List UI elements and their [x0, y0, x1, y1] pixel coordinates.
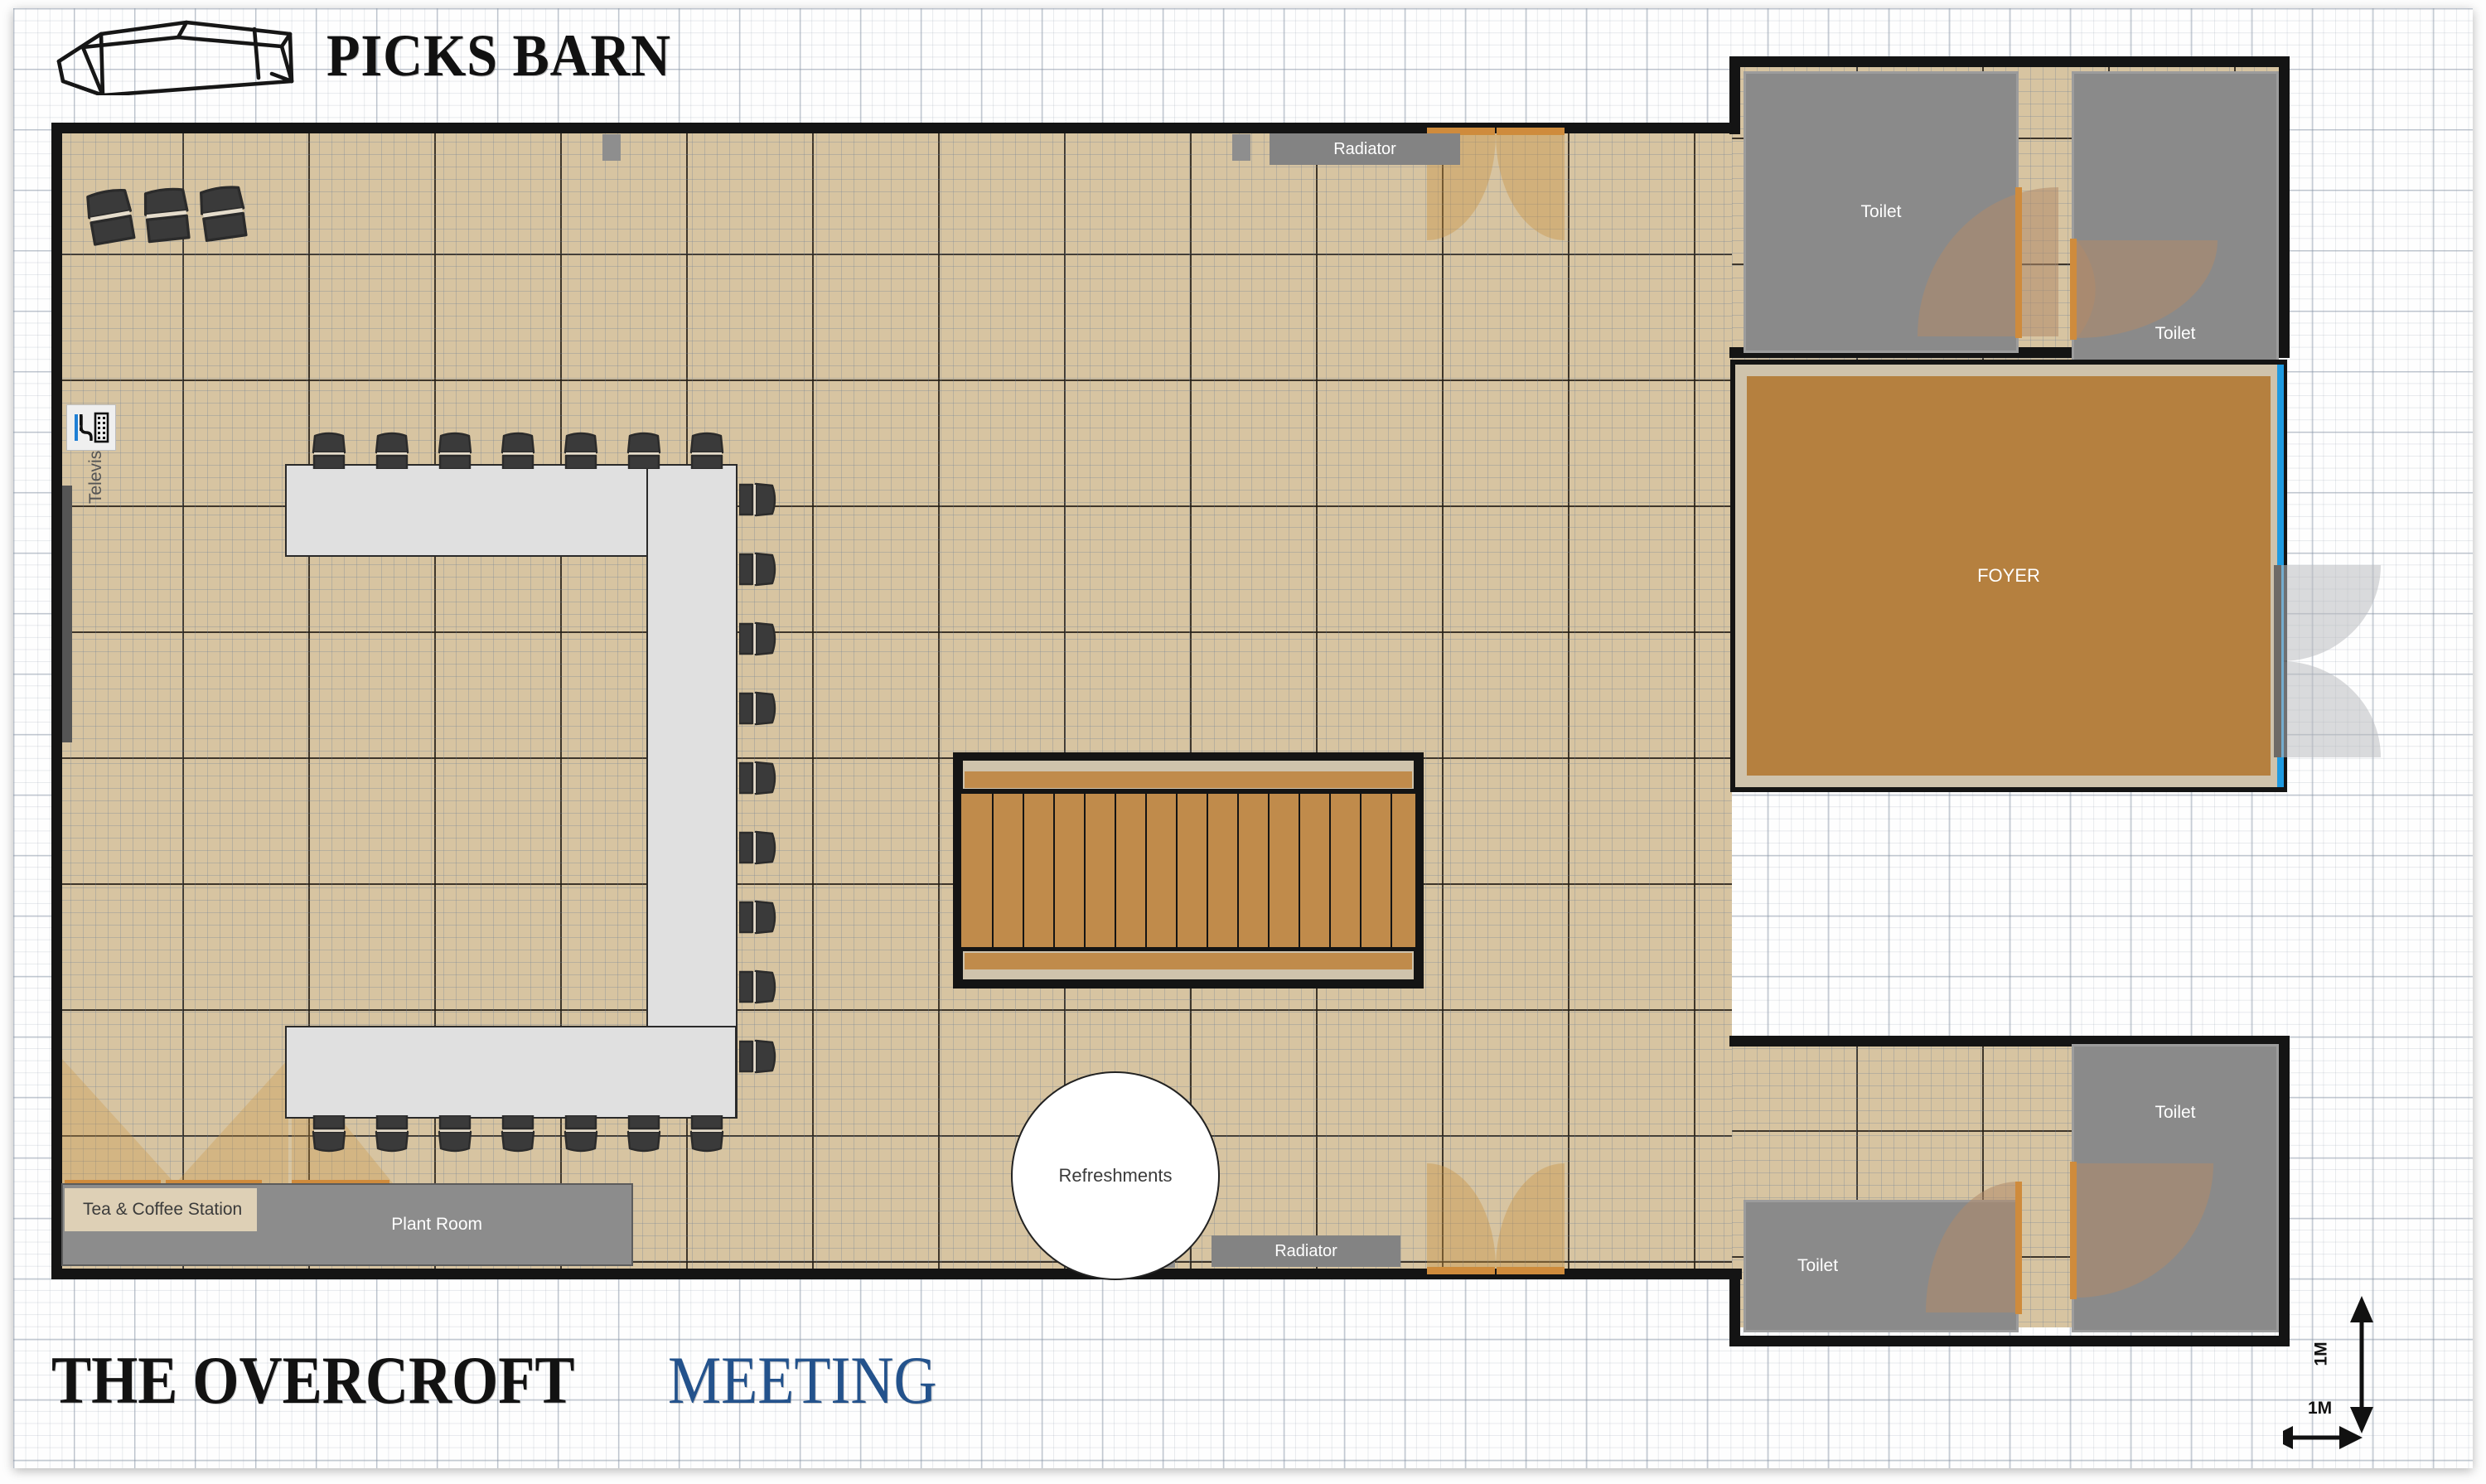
radiator-top[interactable]: Radiator	[1270, 133, 1460, 165]
television[interactable]	[62, 486, 72, 742]
chair-top-2[interactable]	[373, 431, 411, 469]
chair-bottom-5[interactable]	[562, 1115, 600, 1153]
chair-right-4[interactable]	[739, 689, 777, 727]
chair-bottom-7[interactable]	[688, 1115, 726, 1153]
toilet-bottom-left[interactable]: Toilet	[1744, 1200, 2019, 1332]
chair-bottom-6[interactable]	[625, 1115, 663, 1153]
south-entry-door-leaf-left[interactable]	[1427, 1267, 1495, 1274]
chair-right-6[interactable]	[739, 829, 777, 867]
wall-north-lobby-top	[1729, 56, 2290, 67]
tea-coffee-station-label: Tea & Coffee Station	[83, 1200, 243, 1219]
stair-tread	[1237, 794, 1239, 947]
chair-bottom-3[interactable]	[436, 1115, 474, 1153]
wall-west	[51, 123, 62, 1279]
chair-top-7[interactable]	[688, 431, 726, 469]
chair-top-5[interactable]	[562, 431, 600, 469]
radiator-top-label: Radiator	[1333, 139, 1396, 158]
stair-tread	[1299, 794, 1300, 947]
chair-bottom-2[interactable]	[373, 1115, 411, 1153]
stair-tread	[1391, 794, 1392, 947]
layout-name: MEETING	[667, 1342, 937, 1418]
chair-right-3[interactable]	[739, 620, 777, 658]
scale-vertical-label: 1M	[2311, 1341, 2331, 1366]
refreshments-label: Refreshments	[1058, 1165, 1173, 1186]
chair-top-4[interactable]	[499, 431, 537, 469]
barn-sketch-icon	[56, 20, 294, 95]
stacked-chair-2[interactable]	[140, 185, 194, 244]
stair-tread	[1023, 794, 1024, 947]
table-segment-south[interactable]	[285, 1026, 737, 1119]
chair-right-5[interactable]	[739, 759, 777, 797]
chair-top-3[interactable]	[436, 431, 474, 469]
stair-tread	[1268, 794, 1270, 947]
chair-top-6[interactable]	[625, 431, 663, 469]
stair-tread	[1360, 794, 1361, 947]
wall-south-lobby-top	[1729, 1036, 2290, 1047]
chair-bottom-1[interactable]	[310, 1115, 348, 1153]
wall-south-jog-vertical	[1729, 1269, 1740, 1346]
table-segment-east[interactable]	[646, 464, 738, 1119]
stair-tread	[1207, 794, 1208, 947]
toilet-bottom-right-label: Toilet	[2155, 1103, 2196, 1122]
stair-tread	[1053, 794, 1055, 947]
radiator-bottom[interactable]: Radiator	[1212, 1235, 1400, 1267]
toilet-bottom-left-door-leaf[interactable]	[2015, 1182, 2022, 1314]
stair-tread	[1084, 794, 1086, 947]
staircase-treads	[961, 794, 1415, 947]
toilet-bottom-right-door-leaf[interactable]	[2070, 1162, 2077, 1299]
footer: THE OVERCROFT MEETING	[51, 1346, 974, 1414]
header: PICKS BARN	[50, 12, 701, 99]
radiator-top-stub	[602, 134, 621, 161]
stair-tread	[992, 794, 994, 947]
cable-control-icon[interactable]	[66, 404, 116, 451]
brand-title: PICKS BARN	[326, 22, 671, 89]
foyer-exterior-door-frame[interactable]	[2274, 565, 2281, 757]
stair-tread	[1329, 794, 1331, 947]
south-entry-door-leaf-right[interactable]	[1497, 1267, 1565, 1274]
venue-name: THE OVERCROFT	[51, 1342, 575, 1418]
stair-tread	[1145, 794, 1147, 947]
staircase-nosing-bottom	[965, 953, 1412, 969]
staircase[interactable]	[953, 752, 1424, 989]
toilet-top-left-label: Toilet	[1860, 202, 1902, 221]
toilet-bottom-right[interactable]: Toilet	[2072, 1044, 2279, 1332]
toilet-bottom-left-label: Toilet	[1797, 1256, 1839, 1275]
toilet-top-left[interactable]: Toilet	[1744, 71, 2019, 353]
toilet-top-right-label: Toilet	[2155, 324, 2196, 343]
scale-horizontal-label: 1M	[2308, 1399, 2333, 1418]
radiator-bottom-label: Radiator	[1274, 1241, 1337, 1260]
stacked-chair-3[interactable]	[196, 182, 251, 243]
chair-top-1[interactable]	[310, 431, 348, 469]
plant-room-label: Plant Room	[391, 1215, 482, 1234]
toilet-top-left-door-leaf[interactable]	[2015, 187, 2022, 338]
wall-south-main	[51, 1269, 1742, 1279]
chair-right-8[interactable]	[739, 968, 777, 1006]
stacked-chair-1[interactable]	[82, 185, 139, 247]
north-entry-door-leaf-right[interactable]	[1497, 128, 1565, 135]
tea-coffee-station[interactable]: Tea & Coffee Station	[65, 1188, 257, 1231]
chair-bottom-4[interactable]	[499, 1115, 537, 1153]
scale-arrows-icon	[2283, 1296, 2373, 1449]
chair-right-2[interactable]	[739, 550, 777, 588]
radiator-top-stub-2	[1232, 134, 1250, 161]
foyer[interactable]: FOYER	[1730, 360, 2287, 792]
wall-south-lobby-bottom	[1729, 1336, 2290, 1346]
north-entry-door-leaf-left[interactable]	[1427, 128, 1495, 135]
wall-south-lobby-east	[2279, 1036, 2290, 1346]
stair-tread	[1176, 794, 1178, 947]
staircase-nosing-top	[965, 771, 1412, 788]
chair-right-1[interactable]	[739, 481, 777, 519]
wall-north-main	[51, 123, 1740, 133]
building-outline: Toilet Toilet Toilet Toile	[51, 56, 2381, 1346]
wall-north-jog-vertical	[1729, 56, 1740, 134]
chair-right-9[interactable]	[739, 1037, 777, 1076]
toilet-top-right-door-leaf[interactable]	[2070, 239, 2077, 340]
stair-tread	[1115, 794, 1116, 947]
scale-indicator: 1M 1M	[2283, 1293, 2440, 1458]
wall-north-lobby-east	[2279, 56, 2290, 358]
chair-right-7[interactable]	[739, 898, 777, 936]
refreshments-station[interactable]: Refreshments	[1011, 1071, 1220, 1280]
foyer-label: FOYER	[1977, 565, 2040, 586]
